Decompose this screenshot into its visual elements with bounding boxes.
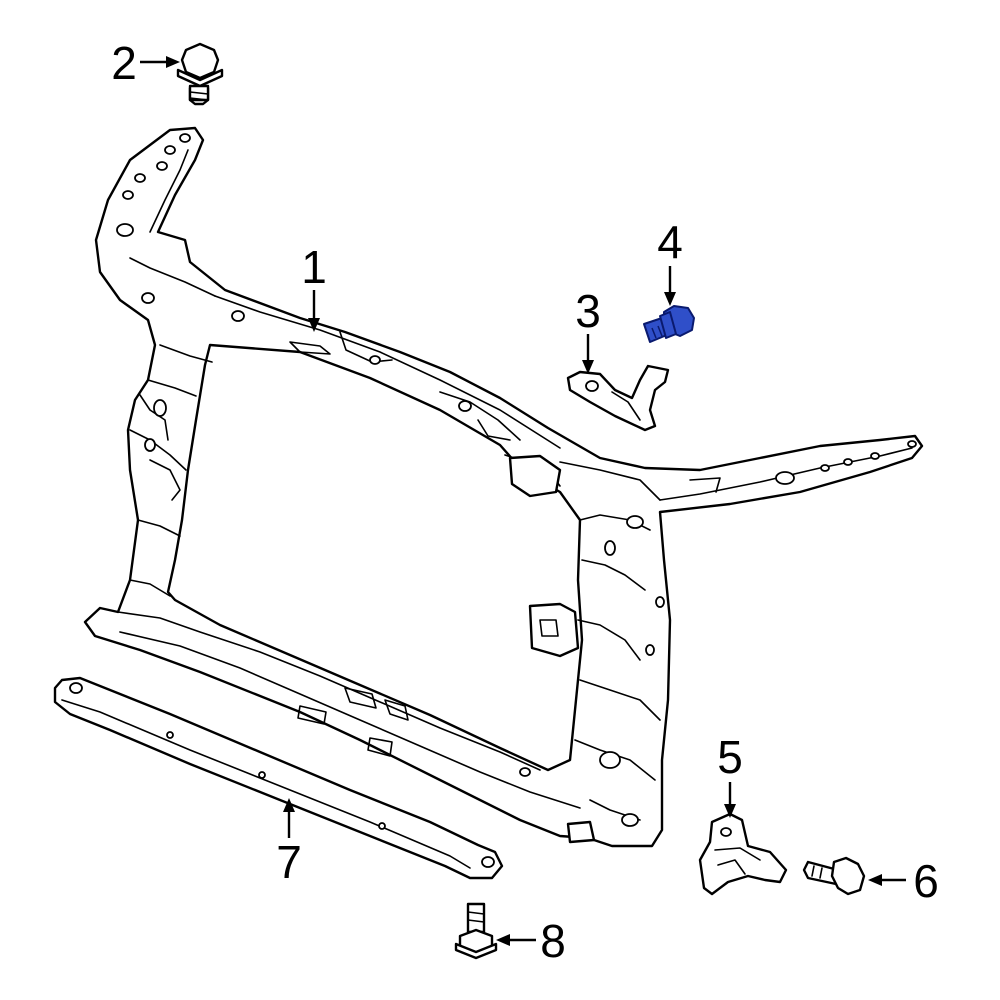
bracket-bolt[interactable] bbox=[643, 305, 695, 343]
arrow-5-head bbox=[724, 804, 736, 818]
mounting-bracket[interactable] bbox=[566, 364, 670, 432]
arrow-4-head bbox=[664, 292, 676, 306]
callout-2: 2 bbox=[111, 37, 137, 89]
lower-tie-bar[interactable] bbox=[53, 676, 504, 880]
leader-arrows bbox=[140, 56, 906, 946]
callout-labels: 1 2 3 4 5 6 7 8 bbox=[111, 37, 939, 967]
callout-1: 1 bbox=[301, 241, 327, 293]
arrow-3-head bbox=[582, 360, 594, 374]
callout-8: 8 bbox=[540, 915, 566, 967]
arrow-7-head bbox=[283, 798, 295, 812]
callout-4: 4 bbox=[657, 216, 683, 268]
lower-bracket[interactable] bbox=[698, 812, 788, 896]
arrow-8-head bbox=[496, 934, 510, 946]
radiator-support-frame[interactable] bbox=[83, 126, 924, 848]
callout-5: 5 bbox=[717, 731, 743, 783]
arrow-6-head bbox=[868, 874, 882, 886]
callout-6: 6 bbox=[913, 855, 939, 907]
upper-bolt[interactable] bbox=[176, 42, 224, 106]
callout-3: 3 bbox=[575, 285, 601, 337]
arrow-2-head bbox=[166, 56, 180, 68]
tie-bar-bolt[interactable] bbox=[454, 902, 498, 960]
callout-7: 7 bbox=[276, 836, 302, 888]
lower-bracket-bolt[interactable] bbox=[802, 856, 866, 896]
arrow-1-head bbox=[308, 318, 320, 332]
